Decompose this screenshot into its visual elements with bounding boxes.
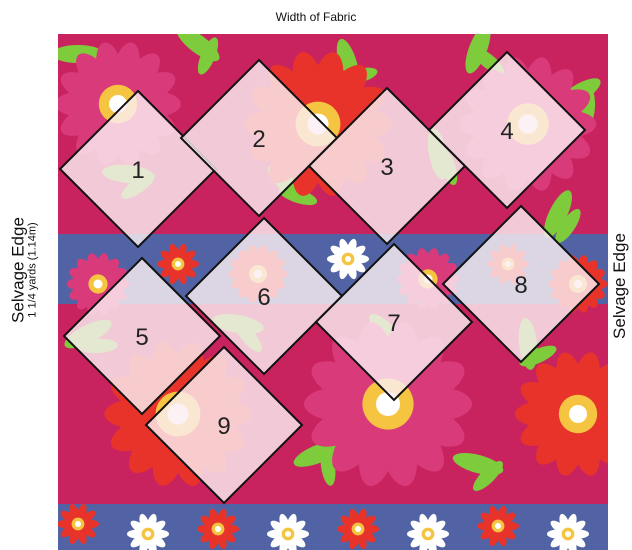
fabric-print: 1 2 3 4 5 6 7 8 9 bbox=[58, 34, 608, 550]
cut-square-number: 6 bbox=[257, 284, 270, 311]
cut-square-number: 3 bbox=[380, 154, 393, 181]
fabric-width-label: Width of Fabric bbox=[0, 10, 632, 24]
cut-square-number: 5 bbox=[135, 324, 148, 351]
right-selvage-title: Selvage Edge bbox=[610, 233, 630, 339]
fabric-length-label: 1 1/4 yards (1.14m) bbox=[27, 217, 39, 323]
cut-square-number: 9 bbox=[217, 413, 230, 440]
left-selvage-title: Selvage Edge bbox=[9, 217, 27, 323]
cut-square-number: 4 bbox=[500, 118, 513, 145]
cut-square-number: 2 bbox=[252, 126, 265, 153]
cut-square-number: 7 bbox=[387, 310, 400, 337]
cut-square-number: 8 bbox=[514, 272, 527, 299]
cut-square-number: 1 bbox=[131, 157, 144, 184]
